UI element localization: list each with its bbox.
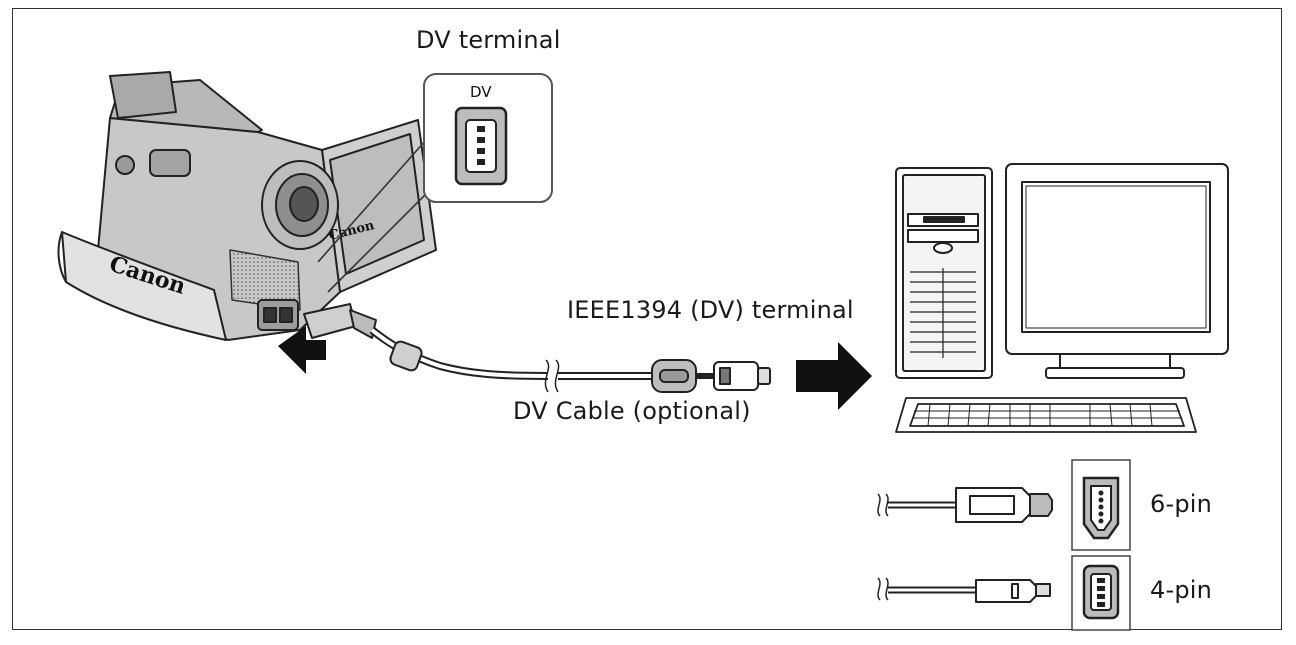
dv-port-marking: DV [470,83,492,101]
four-pin-label: 4-pin [1150,576,1213,604]
four-pin-connector-icon [1071,555,1131,631]
desktop-tower-icon [895,167,993,379]
keyboard-icon [895,397,1197,433]
insert-arrow-icon [278,326,326,374]
dv-terminal-title: DV terminal [416,26,561,54]
dv-cable-label: DV Cable (optional) [513,397,751,425]
connect-arrow-icon [796,342,872,410]
dv-port-icon [477,126,485,165]
ieee-terminal-label: IEEE1394 (DV) terminal [567,296,854,324]
six-pin-cable [877,487,1053,523]
dv-cable [303,303,771,393]
callout-lines [317,139,431,293]
camcorder-icon [57,71,437,341]
dv-terminal-inset [423,73,553,203]
four-pin-cable [877,577,1051,603]
monitor-icon [1005,163,1229,379]
six-pin-connector-icon [1071,459,1131,551]
six-pin-label: 6-pin [1150,490,1213,518]
